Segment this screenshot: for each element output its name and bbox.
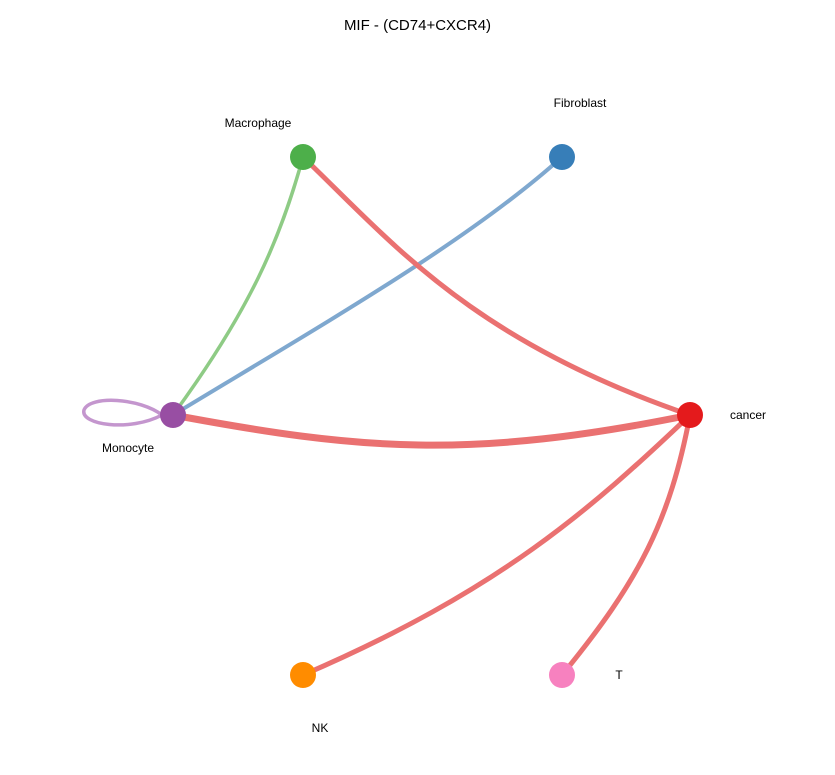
edge-macrophage-monocyte: [171, 155, 305, 417]
label-macrophage: Macrophage: [225, 116, 292, 130]
label-t: T: [615, 668, 623, 682]
diagram-title: MIF - (CD74+CXCR4): [343, 17, 492, 34]
edge-fibroblast-monocyte: [171, 155, 564, 417]
node-nk[interactable]: [290, 662, 316, 688]
edge-macrophage-cancer: [300, 154, 693, 418]
node-fibroblast[interactable]: [549, 144, 575, 170]
node-layer: [160, 144, 703, 688]
edge-layer: [82, 154, 694, 678]
edge-monocyte-self-loop: [82, 398, 164, 427]
label-fibroblast: Fibroblast: [554, 96, 607, 110]
edge-cancer-nk: [300, 412, 693, 678]
node-cancer[interactable]: [677, 402, 703, 428]
edge-cancer-t: [559, 412, 693, 678]
label-nk: NK: [312, 721, 329, 735]
label-layer: Macrophage Fibroblast cancer T NK Monocy…: [102, 96, 766, 735]
edge-monocyte-cancer: [169, 411, 694, 449]
node-t[interactable]: [549, 662, 575, 688]
node-monocyte[interactable]: [160, 402, 186, 428]
node-macrophage[interactable]: [290, 144, 316, 170]
label-cancer: cancer: [730, 408, 766, 422]
label-monocyte: Monocyte: [102, 441, 154, 455]
